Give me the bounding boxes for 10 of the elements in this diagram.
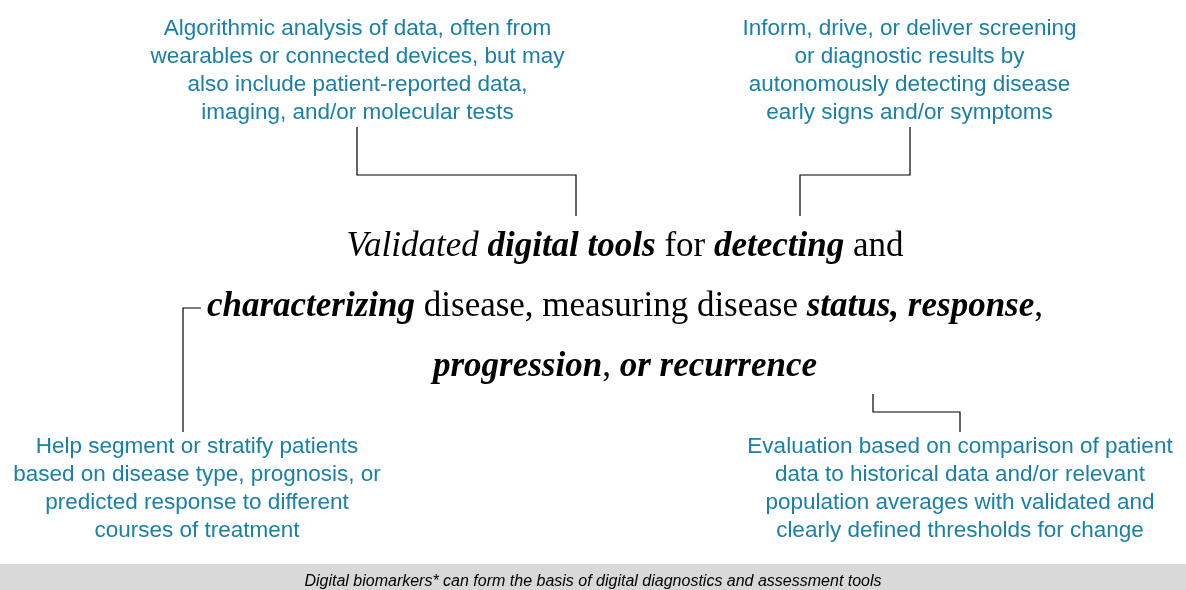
- leader-line: [356, 126, 577, 217]
- leader-line: [182, 307, 202, 433]
- statement-text: Validated digital tools for detecting and characterizing disease, measuring disease status, response, progression, or recurrence: [200, 215, 1050, 395]
- annotation-text: Algorithmic analysis of data, often from wearables or connected devices, but may also include patient-reported data, imaging, and/or molecular tests: [145, 14, 570, 126]
- leader-line: [799, 126, 911, 217]
- caption-bar: Digital biomarkers* can form the basis of digital diagnostics and assessment tools: [0, 564, 1186, 590]
- annotation-text: Evaluation based on comparison of patient data to historical data and/or relevant population averages with validated and clearly defined thresholds for change: [734, 432, 1186, 544]
- leader-line: [872, 393, 961, 433]
- annotation-text: Inform, drive, or deliver screening or diagnostic results by autonomously detecting disease early signs and/or symptoms: [737, 14, 1082, 126]
- annotation-text: Help segment or stratify patients based on disease type, prognosis, or predicted response to different courses of treatment: [11, 432, 383, 544]
